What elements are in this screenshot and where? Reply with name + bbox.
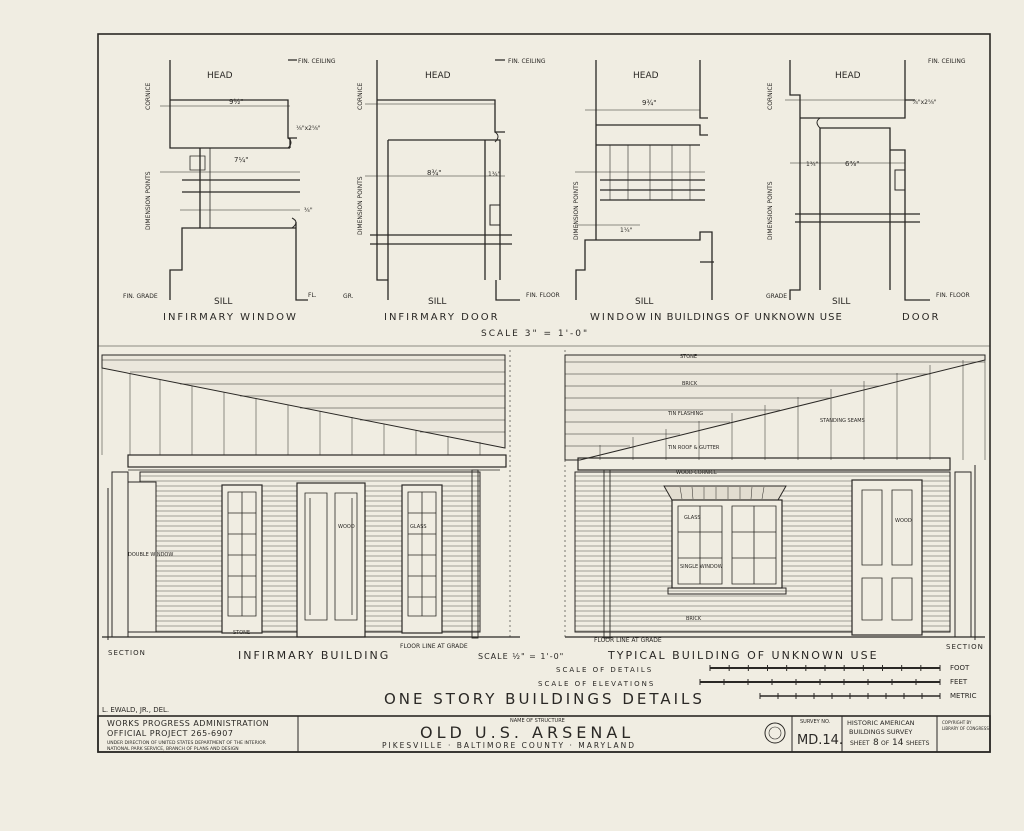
- habs-line-2: BUILDINGS SURVEY: [849, 728, 912, 736]
- elevation-title: INFIRMARY BUILDING: [238, 649, 390, 662]
- label-brick-base: BRICK: [686, 616, 702, 622]
- dim-a: 9¾": [642, 99, 656, 107]
- habs-line-1: HISTORIC AMERICAN: [847, 719, 915, 727]
- section-label: SECTION: [946, 643, 984, 651]
- metric-label: METRIC: [950, 692, 977, 700]
- sheet-of: OF: [881, 740, 890, 747]
- label-wood: WOOD: [338, 524, 355, 530]
- head-label: HEAD: [633, 71, 659, 81]
- survey-no-label: SURVEY NO.: [800, 719, 831, 725]
- fin-floor-label: FIN. FLOOR: [936, 292, 970, 299]
- wpa-line-2: OFFICIAL PROJECT 265-6907: [107, 729, 233, 738]
- detail-window-unknown-use: HEAD SILL DIMENSION POINTS 9¾" 1¼" WINDO…: [573, 60, 843, 323]
- dim-a: ⅞"x2⅝": [912, 99, 937, 106]
- dim-c: 1¾": [806, 161, 819, 168]
- dimension-points-label: DIMENSION POINTS: [573, 181, 580, 240]
- foot-label: FOOT: [950, 664, 970, 672]
- left-section-label: SECTION: [108, 649, 146, 657]
- label-stone: STONE: [680, 354, 697, 360]
- label-wood-cornice: WOOD CORNICE: [676, 470, 717, 476]
- scale-of-details-label: SCALE OF DETAILS: [556, 666, 653, 674]
- location: PIKESVILLE · BALTIMORE COUNTY · MARYLAND: [382, 741, 636, 750]
- dim-b: 6⅜": [845, 160, 859, 168]
- wpa-line-1: WORKS PROGRESS ADMINISTRATION: [107, 719, 269, 728]
- fin-ceiling-label: FIN. CEILING: [298, 58, 336, 65]
- sheet-title: ONE STORY BUILDINGS DETAILS: [384, 690, 705, 708]
- copyright-1: COPYRIGHT BY: [942, 720, 972, 725]
- grade-label: GRADE: [766, 293, 787, 300]
- floor-line-label: FLOOR LINE AT GRADE: [400, 643, 468, 650]
- fin-ceiling-label: FIN. CEILING: [928, 58, 966, 65]
- elevation-infirmary-building: DOUBLE WINDOW GLASS WOOD STONE FLOOR LIN…: [101, 350, 564, 662]
- dimension-points-label: DIMENSION POINTS: [767, 181, 774, 240]
- dim-c: ⅛"x2⅝": [296, 125, 321, 132]
- wpa-line-4: NATIONAL PARK SERVICE, BRANCH OF PLANS A…: [107, 746, 239, 752]
- scale-of-elevations-label: SCALE OF ELEVATIONS: [538, 680, 655, 688]
- sheets-label: SHEETS: [906, 740, 930, 747]
- floor-label: FL.: [308, 292, 317, 299]
- cornice-label: CORNICE: [145, 82, 152, 110]
- cornice-label: CORNICE: [357, 82, 364, 110]
- name-of-structure-label: NAME OF STRUCTURE: [510, 718, 565, 724]
- fin-ceiling-label: FIN. CEILING: [508, 58, 546, 65]
- sheet-label: SHEET: [850, 740, 870, 747]
- detail-door-unknown-use: HEAD FIN. CEILING SILL GRADE FIN. FLOOR …: [766, 58, 970, 323]
- delineator: L. EWALD, JR., DEL.: [102, 706, 169, 714]
- label-double-window: DOUBLE WINDOW: [128, 552, 173, 558]
- roof-lines: [101, 359, 505, 455]
- detail-infirmary-door: HEAD FIN. CEILING SILL GR. FIN. FLOOR CO…: [343, 58, 560, 323]
- elevation-scale: SCALE ½" = 1'-0": [478, 652, 564, 661]
- copyright-2: LIBRARY OF CONGRESS: [942, 726, 989, 731]
- structure-name: OLD U.S. ARSENAL: [420, 723, 634, 742]
- label-glass: GLASS: [410, 524, 427, 530]
- label-standing-seams: STANDING SEAMS: [820, 418, 865, 424]
- details-scale: SCALE 3" = 1'-0": [481, 329, 589, 339]
- sill-label: SILL: [428, 297, 446, 307]
- dim-b: 1¾": [488, 171, 501, 178]
- dim-a: 8¾": [427, 169, 441, 177]
- caption: DOOR: [902, 312, 940, 323]
- dimension-points-label: DIMENSION POINTS: [145, 171, 152, 230]
- feet-label: FEET: [950, 678, 968, 686]
- label-single-window: SINGLE WINDOW: [680, 564, 723, 570]
- label-brick: BRICK: [682, 381, 698, 387]
- dim-d: ¾": [304, 207, 313, 214]
- label-glass: GLASS: [684, 515, 701, 521]
- survey-number: MD.14.: [797, 733, 843, 748]
- label-tin-roof-gutter: TIN ROOF & GUTTER: [667, 445, 720, 451]
- head-label: HEAD: [207, 71, 233, 81]
- label-wood: WOOD: [895, 518, 912, 524]
- seal-icon: [764, 722, 786, 744]
- floor-line-label: FLOOR LINE AT GRADE: [594, 637, 662, 644]
- dimension-points-label: DIMENSION POINTS: [357, 176, 364, 235]
- sheet-total: 14: [892, 738, 904, 748]
- roof-lines: [565, 360, 986, 460]
- caption: INFIRMARY DOOR: [384, 312, 500, 323]
- sill-label: SILL: [832, 297, 850, 307]
- sheet-number: 8: [873, 738, 879, 748]
- elevation-title: TYPICAL BUILDING OF UNKNOWN USE: [607, 649, 879, 662]
- caption: INFIRMARY WINDOW: [163, 312, 298, 323]
- elevation-typical-building: STONE BRICK TIN FLASHING STANDING SEAMS …: [564, 350, 986, 662]
- head-label: HEAD: [425, 71, 451, 81]
- grade-label: GR.: [343, 293, 354, 300]
- scale-bars: SCALE OF DETAILS SCALE OF ELEVATIONS FOO…: [538, 664, 977, 700]
- label-stone: STONE: [233, 630, 250, 636]
- wpa-line-3: UNDER DIRECTION OF UNITED STATES DEPARTM…: [107, 740, 266, 746]
- head-label: HEAD: [835, 71, 861, 81]
- detail-infirmary-window: HEAD FIN. CEILING SILL FIN. GRADE FL. CO…: [123, 58, 336, 323]
- caption-middle: IN BUILDINGS OF UNKNOWN USE: [650, 312, 843, 323]
- sill-label: SILL: [214, 297, 232, 307]
- label-tin-flashing: TIN FLASHING: [667, 411, 703, 417]
- dim-b: 7¼": [234, 156, 248, 164]
- title-block: WORKS PROGRESS ADMINISTRATION OFFICIAL P…: [97, 715, 991, 753]
- fin-grade-label: FIN. GRADE: [123, 293, 158, 300]
- cornice-label: CORNICE: [767, 82, 774, 110]
- dim-a: 9½": [229, 98, 243, 106]
- caption-window: WINDOW: [590, 312, 648, 323]
- fin-floor-label: FIN. FLOOR: [526, 292, 560, 299]
- dim-b: 1¼": [620, 227, 633, 234]
- sill-label: SILL: [635, 297, 653, 307]
